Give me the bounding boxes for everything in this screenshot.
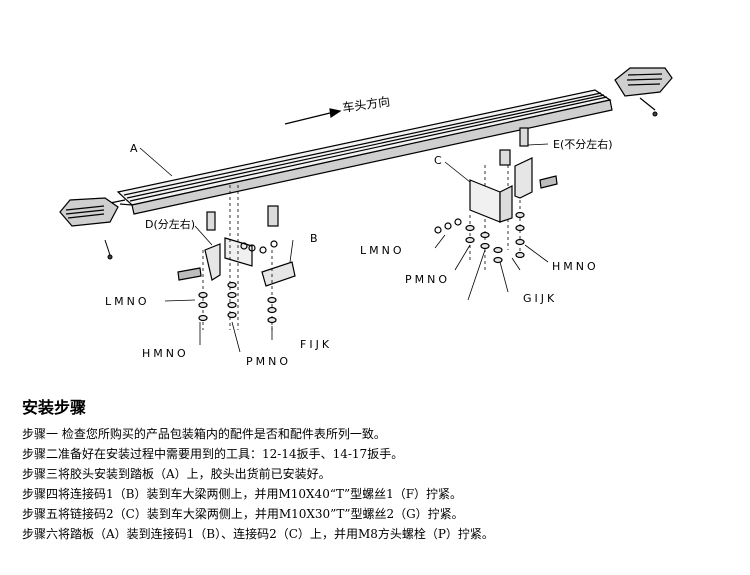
bracket-d-left xyxy=(204,205,296,287)
label-gijk: GIJK xyxy=(523,292,557,305)
label-a: A xyxy=(130,142,138,155)
label-pmno-right: PMNO xyxy=(405,273,450,286)
step-4: 步骤四将连接码1（B）装到车大梁两侧上，并用M10X40“T”型螺丝1（F）拧紧… xyxy=(22,487,463,501)
label-d: D(分左右) xyxy=(145,217,195,231)
label-b: B xyxy=(310,232,318,245)
label-e: E(不分左右) xyxy=(553,137,613,151)
right-end-cap xyxy=(614,67,673,111)
label-lmno-right: LMNO xyxy=(360,244,405,257)
installation-diagram: 车头方向 A B C D(分左右) E(不分左右) LMNO HMNO PMNO… xyxy=(59,67,673,368)
direction-label: 车头方向 xyxy=(341,93,391,115)
left-end-cap xyxy=(59,197,119,227)
washer-stack-right xyxy=(465,211,525,264)
running-board xyxy=(109,89,613,215)
label-fijk: FIJK xyxy=(300,338,332,351)
instructions: 安装步骤 步骤一 检查您所购买的产品包装箱内的配件是否和配件表所列一致。 步骤二… xyxy=(22,398,732,544)
step-5: 步骤五将链接码2（C）装到车大梁两侧上，并用M10X30”T”型螺丝2（G）拧紧… xyxy=(22,507,464,521)
step-6: 步骤六将踏板（A）装到连接码1（B）、连接码2（C）上，并用M8方头螺栓（P）拧… xyxy=(22,527,494,541)
step-3: 步骤三将胶头安装到踏板（A）上，胶头出货前已安装好。 xyxy=(22,467,331,481)
label-lmno: LMNO xyxy=(105,295,150,308)
bolt-left xyxy=(177,267,202,281)
label-hmno-left: HMNO xyxy=(142,347,189,360)
label-c: C xyxy=(434,154,442,167)
direction-arrow xyxy=(284,108,342,125)
step-2: 步骤二准备好在安装过程中需要用到的工具：12-14扳手、14-17扳手。 xyxy=(22,447,404,461)
bracket-c-right xyxy=(469,127,558,223)
instructions-title: 安装步骤 xyxy=(22,398,87,417)
washer-stack-left xyxy=(198,281,277,324)
label-hmno-right: HMNO xyxy=(552,260,599,273)
step-1: 步骤一 检查您所购买的产品包装箱内的配件是否和配件表所列一致。 xyxy=(22,427,386,441)
label-pmno-left: PMNO xyxy=(246,355,291,368)
label-leaders xyxy=(164,143,549,353)
bolt-right xyxy=(434,218,462,234)
